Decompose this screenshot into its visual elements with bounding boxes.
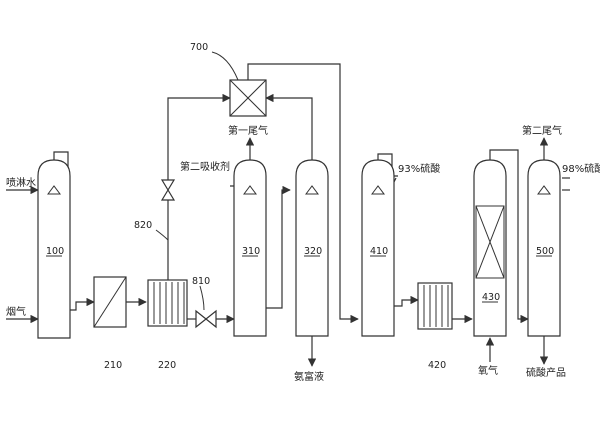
spray-nozzle-500 xyxy=(537,185,551,195)
label-acid-93: 93%硫酸 xyxy=(398,162,440,175)
heat-exchanger-210 xyxy=(93,276,127,328)
spray-nozzle-100 xyxy=(47,185,61,195)
pipe-lines xyxy=(6,63,570,367)
unit-number-420: 420 xyxy=(428,360,446,371)
label-ammonia-rich: 氨富液 xyxy=(294,370,324,383)
label-acid-98: 98%硫酸 xyxy=(562,162,600,175)
mixer-700 xyxy=(229,79,267,117)
reactor-430 xyxy=(473,159,507,337)
unit-number-410: 410 xyxy=(370,246,388,257)
label-first-tail-gas: 第一尾气 xyxy=(228,124,268,137)
label-spray-water: 喷淋水 xyxy=(6,176,36,189)
unit-number-220: 220 xyxy=(158,360,176,371)
unit-number-810: 810 xyxy=(192,276,210,287)
valve-820 xyxy=(160,179,176,201)
column-410 xyxy=(361,159,395,337)
column-310 xyxy=(233,159,267,337)
column-100 xyxy=(37,159,71,339)
unit-number-500: 500 xyxy=(536,246,554,257)
unit-number-100: 100 xyxy=(46,246,64,257)
exchanger-220 xyxy=(147,279,188,327)
valve-810 xyxy=(195,309,217,329)
label-sulfuric-product: 硫酸产品 xyxy=(526,366,566,379)
spray-nozzle-410 xyxy=(371,185,385,195)
spray-nozzle-310 xyxy=(243,185,257,195)
exchanger-420 xyxy=(417,282,453,330)
spray-nozzle-320 xyxy=(305,185,319,195)
unit-number-430: 430 xyxy=(482,292,500,303)
unit-number-310: 310 xyxy=(242,246,260,257)
label-second-absorbent: 第二吸收剂 xyxy=(180,160,230,173)
unit-number-210: 210 xyxy=(104,360,122,371)
unit-number-820: 820 xyxy=(134,220,152,231)
label-second-tail-gas: 第二尾气 xyxy=(522,124,562,137)
unit-number-320: 320 xyxy=(304,246,322,257)
label-flue-gas: 烟气 xyxy=(6,305,26,318)
column-500 xyxy=(527,159,561,337)
unit-number-700: 700 xyxy=(190,42,208,53)
label-oxygen: 氧气 xyxy=(478,364,498,377)
column-320 xyxy=(295,159,329,337)
callout-leaders xyxy=(155,51,239,311)
